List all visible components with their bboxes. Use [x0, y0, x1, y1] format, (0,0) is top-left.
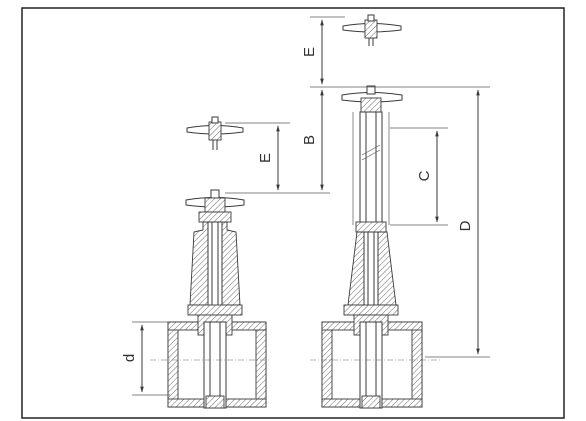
right-handwheel — [341, 85, 403, 113]
right-body — [310, 314, 440, 409]
label-d: D — [457, 220, 474, 231]
drawing-border — [21, 7, 565, 419]
label-e-left: E — [257, 153, 274, 163]
left-handwheel — [185, 189, 245, 223]
right-valve — [310, 14, 440, 409]
label-b: B — [301, 135, 318, 145]
label-e-top: E — [301, 47, 318, 57]
left-bonnet — [187, 221, 243, 319]
label-d-small: d — [121, 354, 138, 362]
label-c: C — [416, 170, 433, 181]
right-stem — [352, 111, 390, 228]
right-handwheel-detached — [342, 14, 402, 46]
left-valve — [150, 116, 270, 409]
right-bonnet — [343, 221, 399, 319]
left-handwheel-detached — [186, 116, 244, 150]
left-body — [150, 314, 270, 409]
extension-lines — [132, 16, 490, 396]
